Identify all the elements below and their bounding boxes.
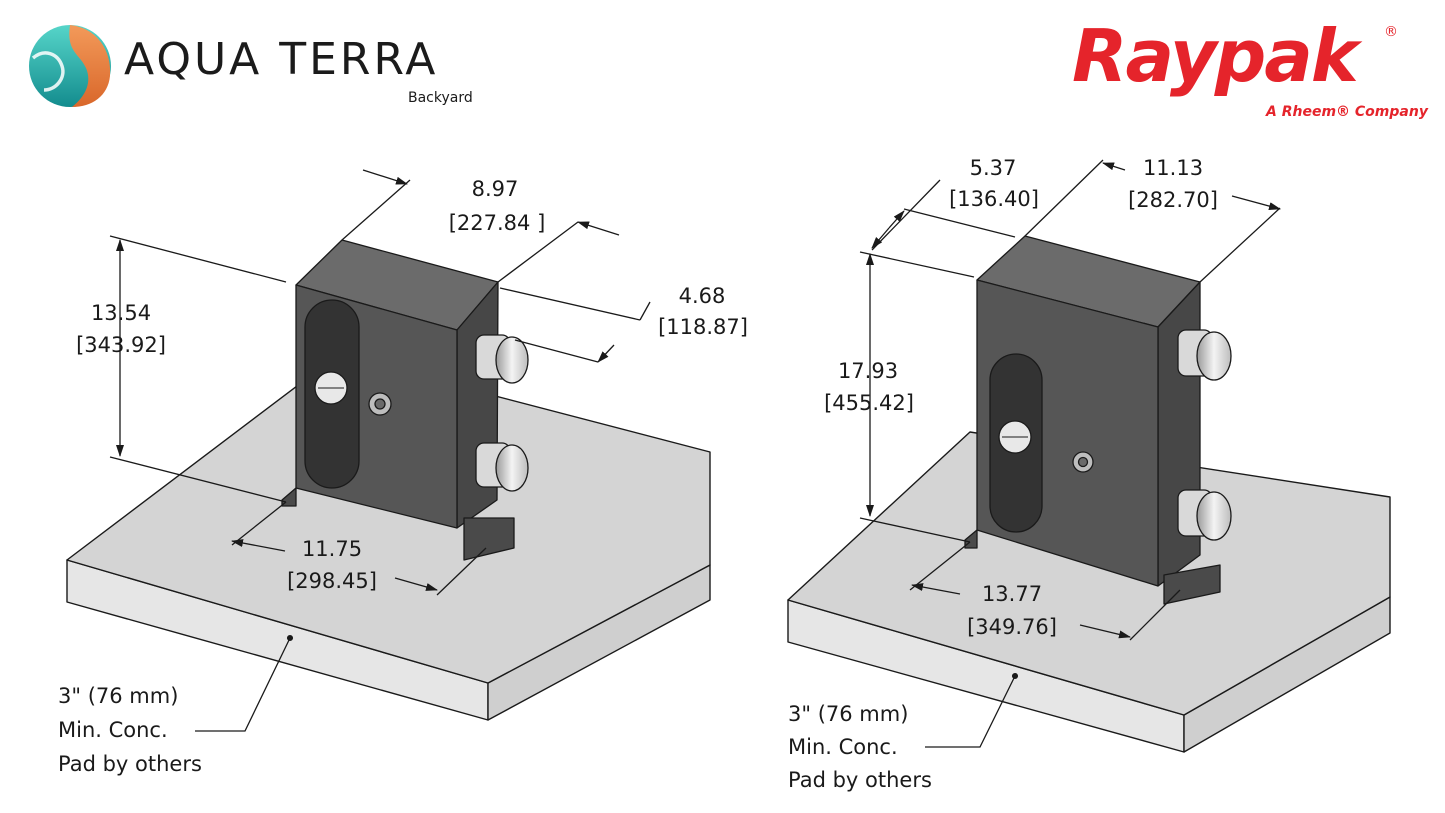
right-height-in: 17.93: [838, 359, 898, 383]
left-dimension-lines: [109, 169, 651, 732]
left-lower-fitting: [475, 442, 529, 492]
raypak-tagline: A Rheem® Company: [1266, 104, 1428, 120]
right-pad-note-2: Min. Conc.: [788, 735, 898, 759]
aqua-terra-logo-icon: [29, 25, 111, 107]
right-heater-unit: [964, 235, 1232, 605]
aqua-terra-subtitle: Backyard: [408, 90, 473, 106]
right-width-mm: [349.76]: [967, 615, 1057, 639]
raypak-wordmark: Raypak: [1072, 14, 1359, 98]
right-lower-fitting: [1177, 489, 1232, 541]
right-upper-fitting: [1177, 329, 1232, 381]
left-fitting-in: 4.68: [679, 284, 726, 308]
right-width-in: 13.77: [982, 582, 1042, 606]
left-height-in: 13.54: [91, 301, 151, 325]
right-pad-note-3: Pad by others: [788, 768, 932, 792]
right-dimension-lines: [859, 159, 1281, 748]
left-width-in: 11.75: [302, 537, 362, 561]
left-depth-mm: [227.84 ]: [449, 211, 546, 235]
right-concrete-pad: [787, 431, 1391, 753]
left-width-mm: [298.45]: [287, 569, 377, 593]
right-depth-in: 11.13: [1143, 156, 1203, 180]
right-pad-note-1: 3" (76 mm): [788, 702, 908, 726]
left-fitting-mm: [118.87]: [658, 315, 748, 339]
right-offset-in: 5.37: [970, 156, 1017, 180]
right-dimension-labels: 5.37 [136.40] 11.13 [282.70] 17.93 [455.…: [788, 156, 1218, 792]
left-pad-note-3: Pad by others: [58, 752, 202, 776]
left-concrete-pad: [66, 354, 711, 721]
left-pad-note-2: Min. Conc.: [58, 718, 168, 742]
right-offset-mm: [136.40]: [949, 187, 1039, 211]
left-depth-in: 8.97: [472, 177, 519, 201]
aqua-terra-wordmark: AQUA TERRA: [124, 34, 439, 85]
raypak-registered-mark: ®: [1384, 24, 1398, 40]
left-dimension-labels: 8.97 [227.84 ] 13.54 [343.92] 4.68 [118.…: [58, 177, 748, 776]
left-upper-fitting: [475, 334, 529, 384]
right-depth-mm: [282.70]: [1128, 188, 1218, 212]
right-height-mm: [455.42]: [824, 391, 914, 415]
left-pad-note-1: 3" (76 mm): [58, 684, 178, 708]
left-heater-unit: [281, 239, 529, 561]
left-height-mm: [343.92]: [76, 333, 166, 357]
